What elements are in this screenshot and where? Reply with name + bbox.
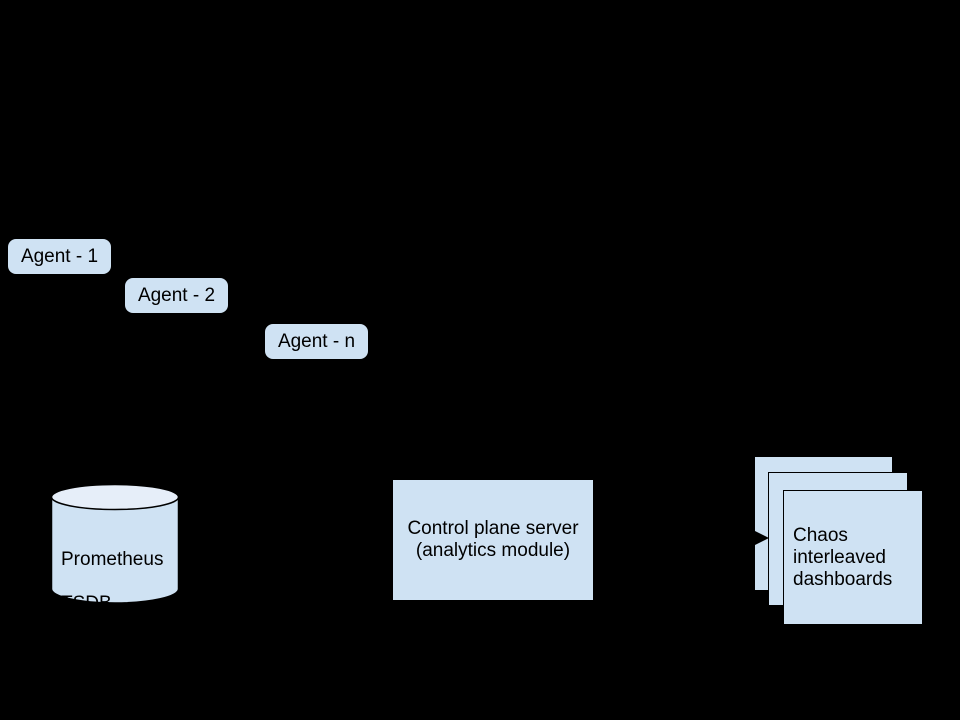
prometheus-tsdb-label-line1: Prometheus [61,549,164,570]
dashboards-label-line3: dashboards [793,568,893,590]
control-plane-label-line1: Control plane server [407,518,579,539]
arrowhead-right-icon [751,529,769,547]
control-plane-server-node: Control plane server (analytics module) [393,480,593,600]
dashboards-label-line1: Chaos [793,524,848,546]
agent-n-node: Agent - n [265,324,368,359]
control-plane-label-line2: (analytics module) [415,540,571,561]
cylinder-top [50,483,180,511]
prometheus-tsdb-node: Prometheus TSDB [50,483,180,614]
agent-1-label: Agent - 1 [20,245,99,267]
prometheus-tsdb-label-line2: TSDB [61,593,112,614]
prometheus-tsdb-label: Prometheus TSDB [61,527,163,637]
agent-2-node: Agent - 2 [125,278,228,313]
agent-1-node: Agent - 1 [8,239,111,274]
database-cylinder-icon [50,483,180,604]
chaos-dashboards-node: Chaos interleaved dashboards [783,490,923,625]
dashboards-label-line2: interleaved [793,546,886,568]
agent-2-label: Agent - 2 [137,284,216,306]
cylinder-body [50,497,180,604]
agent-n-label: Agent - n [277,330,356,352]
